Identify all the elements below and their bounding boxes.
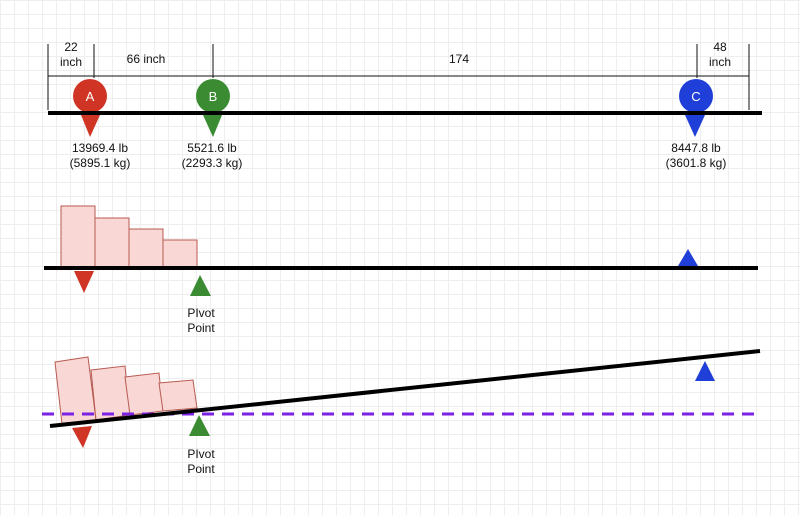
- load-b-kg: (2293.3 kg): [182, 156, 243, 170]
- dimension-lines: [47, 44, 750, 110]
- level-pivot-label-line1: PIvot: [187, 306, 215, 320]
- tilted-load-box-2: [90, 365, 131, 421]
- load-box-3: [128, 228, 164, 269]
- point-b-marker: [196, 79, 230, 113]
- load-a-kg: (5895.1 kg): [70, 156, 131, 170]
- tilted-pivot-triangle: [189, 415, 210, 436]
- dim-bc-label: 174: [449, 52, 469, 66]
- dim-a-unit: inch: [60, 55, 82, 69]
- point-c-marker: [679, 79, 713, 113]
- load-box-4: [162, 239, 198, 269]
- beam-tilted: [49, 349, 761, 428]
- point-c-label: C: [691, 89, 700, 104]
- tilted-load-box-3: [124, 372, 164, 416]
- tilted-pivot-label-line2: Point: [187, 462, 215, 476]
- tilted-load-a-arrow: [72, 426, 92, 448]
- level-support-c-triangle: [678, 249, 698, 266]
- load-b-lb: 5521.6 lb: [187, 141, 237, 155]
- load-box-1: [60, 205, 96, 269]
- point-b-label: B: [209, 89, 218, 104]
- load-c-lb: 8447.8 lb: [671, 141, 721, 155]
- load-a-lb: 13969.4 lb: [72, 141, 128, 155]
- level-load-a-arrow: [74, 271, 94, 293]
- load-boxes-tilted: [54, 356, 198, 425]
- load-b-arrow: [203, 115, 222, 137]
- dim-c-unit: inch: [709, 55, 731, 69]
- dim-ab-label: 66 inch: [127, 52, 166, 66]
- tilted-load-box-4: [158, 379, 198, 412]
- tilted-support-c-triangle: [695, 361, 715, 381]
- load-c-arrow: [685, 115, 705, 137]
- point-a-marker: [73, 79, 107, 113]
- load-boxes-level: [60, 205, 198, 269]
- level-pivot-label-line2: Point: [187, 321, 215, 335]
- load-a-arrow: [81, 115, 100, 137]
- dim-a-value: 22: [64, 40, 78, 54]
- load-c-kg: (3601.8 kg): [666, 156, 727, 170]
- tilted-pivot-label-line1: PIvot: [187, 447, 215, 461]
- point-a-label: A: [86, 89, 95, 104]
- level-pivot-triangle: [190, 275, 211, 296]
- load-box-2: [94, 217, 130, 269]
- dim-c-value: 48: [713, 40, 727, 54]
